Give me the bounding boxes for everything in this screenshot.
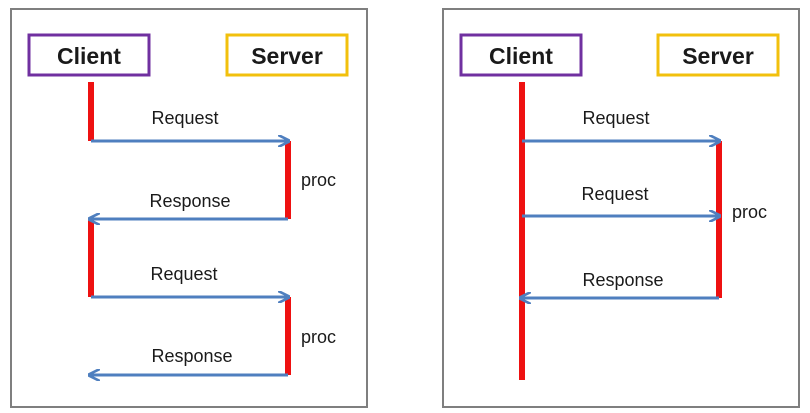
proc-label: proc	[732, 202, 767, 222]
message-label: Response	[149, 191, 230, 211]
message-label: Response	[582, 270, 663, 290]
client-box	[459, 33, 583, 77]
message-label: Request	[581, 184, 648, 204]
server-box	[225, 33, 349, 77]
message-label: Request	[151, 108, 218, 128]
server-label: Server	[251, 43, 323, 69]
proc-label: proc	[301, 327, 336, 347]
client-label: Client	[489, 43, 553, 69]
client-box	[27, 33, 151, 77]
client-label: Client	[57, 43, 121, 69]
message-label: Response	[151, 346, 232, 366]
message-label: Request	[150, 264, 217, 284]
server-label: Server	[682, 43, 754, 69]
message-label: Request	[582, 108, 649, 128]
proc-label: proc	[301, 170, 336, 190]
left-diagram: Client Server Request Response Request R…	[27, 33, 349, 375]
right-diagram: Client Server Request Request Response p…	[459, 33, 780, 380]
server-box	[656, 33, 780, 77]
